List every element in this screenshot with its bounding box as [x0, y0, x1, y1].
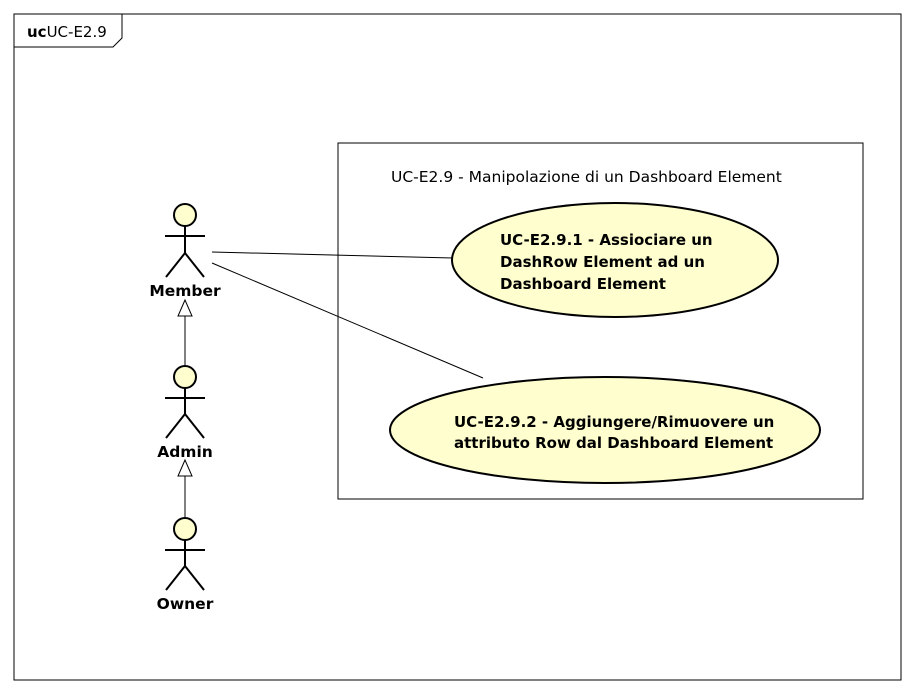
actor-admin-head — [173, 365, 197, 389]
use-case-uc-e2-9-1[interactable]: UC-E2.9.1 - Assiociare un DashRow Elemen… — [451, 202, 779, 318]
use-case-uc-e2-9-2[interactable]: UC-E2.9.2 - Aggiungere/Rimuovere un attr… — [389, 376, 821, 484]
association-member-uc2 — [211, 262, 484, 379]
system-title: UC-E2.9 - Manipolazione di un Dashboard … — [391, 168, 782, 186]
frame-keyword: uc — [27, 23, 47, 41]
use-case-uc-e2-9-2-line-2: attributo Row dal Dashboard Element — [454, 434, 773, 452]
actor-member-head — [173, 203, 197, 227]
actor-owner[interactable]: Owner — [157, 517, 214, 613]
frame-name: UC-E2.9 — [47, 23, 107, 41]
actor-admin-label: Admin — [157, 443, 213, 461]
actor-member-leg-left — [165, 252, 186, 278]
use-case-uc-e2-9-1-line-2: DashRow Element ad un — [500, 253, 705, 271]
actor-member[interactable]: Member — [149, 203, 221, 300]
frame-label: ucUC-E2.9 — [27, 23, 107, 41]
use-case-uc-e2-9-2-shape — [389, 376, 821, 484]
system-boundary — [337, 142, 864, 500]
use-case-uc-e2-9-1-shape — [451, 202, 779, 318]
use-case-uc-e2-9-1-line-1: UC-E2.9.1 - Assiociare un — [500, 231, 713, 249]
use-case-uc-e2-9-2-line-1: UC-E2.9.2 - Aggiungere/Rimuovere un — [454, 413, 774, 431]
actor-owner-label: Owner — [157, 595, 214, 613]
generalization-arrowhead-admin — [177, 458, 193, 477]
use-case-uc-e2-9-1-line-3: Dashboard Element — [500, 275, 666, 293]
actor-owner-head — [173, 517, 197, 541]
actor-owner-leg-left — [165, 565, 186, 591]
frame-tab — [14, 14, 123, 48]
actor-admin[interactable]: Admin — [157, 365, 213, 461]
diagram-frame — [13, 13, 902, 681]
actor-member-label: Member — [149, 282, 221, 300]
actor-owner-leg-right — [184, 565, 205, 591]
actor-member-leg-right — [184, 252, 205, 278]
actor-admin-leg-left — [165, 413, 186, 439]
association-member-uc1 — [211, 251, 454, 259]
actor-admin-leg-right — [184, 413, 205, 439]
generalization-arrowhead-member — [177, 298, 193, 317]
